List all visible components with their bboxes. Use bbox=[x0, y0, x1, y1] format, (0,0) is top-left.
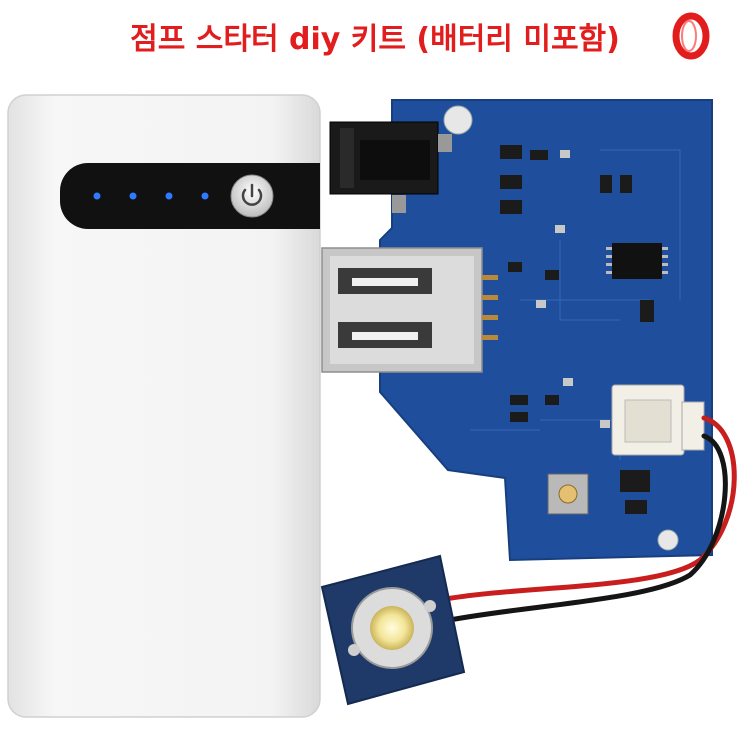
led-module bbox=[320, 554, 466, 706]
power-button[interactable] bbox=[230, 174, 274, 218]
power-bank-casing bbox=[7, 94, 321, 718]
power-icon bbox=[241, 183, 263, 206]
wires bbox=[437, 415, 737, 623]
product-title: 점프 스타터 diy 키트 (배터리 미포함) bbox=[130, 22, 620, 57]
tactile-switch bbox=[547, 473, 589, 515]
pcb-board bbox=[379, 99, 713, 562]
jst-connector bbox=[611, 384, 705, 456]
dc-jack bbox=[329, 121, 452, 213]
usb-port bbox=[321, 247, 498, 373]
battery-level-leds bbox=[93, 192, 209, 200]
brand-logo bbox=[672, 12, 710, 60]
